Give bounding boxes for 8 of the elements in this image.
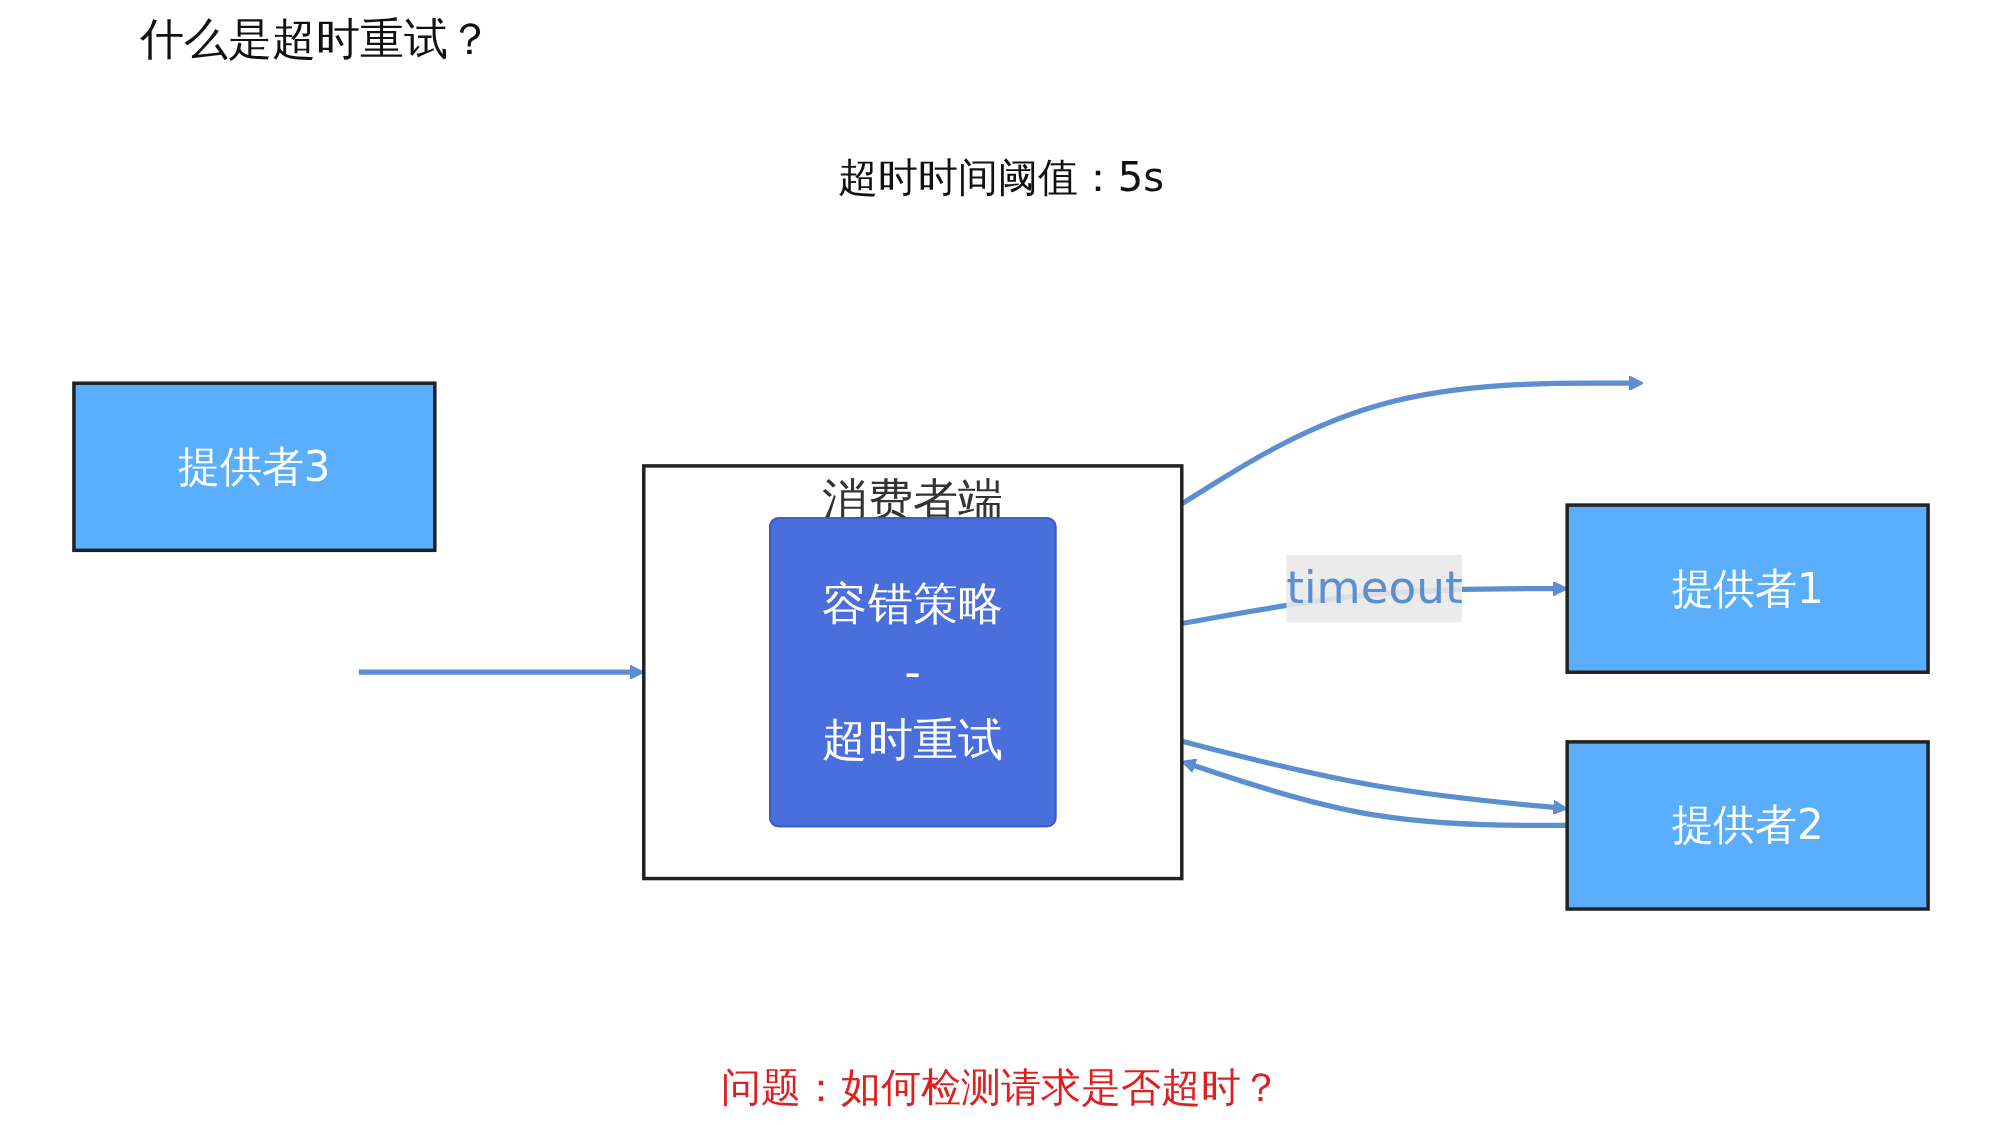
cluster bbox=[642, 464, 1184, 881]
threshold-label: 超时时间阈值：5s bbox=[837, 154, 1165, 200]
node-box bbox=[1565, 503, 1930, 674]
node-box bbox=[72, 381, 437, 553]
caption: 问题：如何检测请求是否超时？ bbox=[720, 1063, 1282, 1112]
title: 什么是超时重试？ bbox=[140, 12, 492, 66]
node-box bbox=[1565, 740, 1930, 911]
flow-diagram: timeout 消费者端 容错策略 - 超时重试 提供者1 提供者2 提供者3 bbox=[60, 230, 1942, 1010]
